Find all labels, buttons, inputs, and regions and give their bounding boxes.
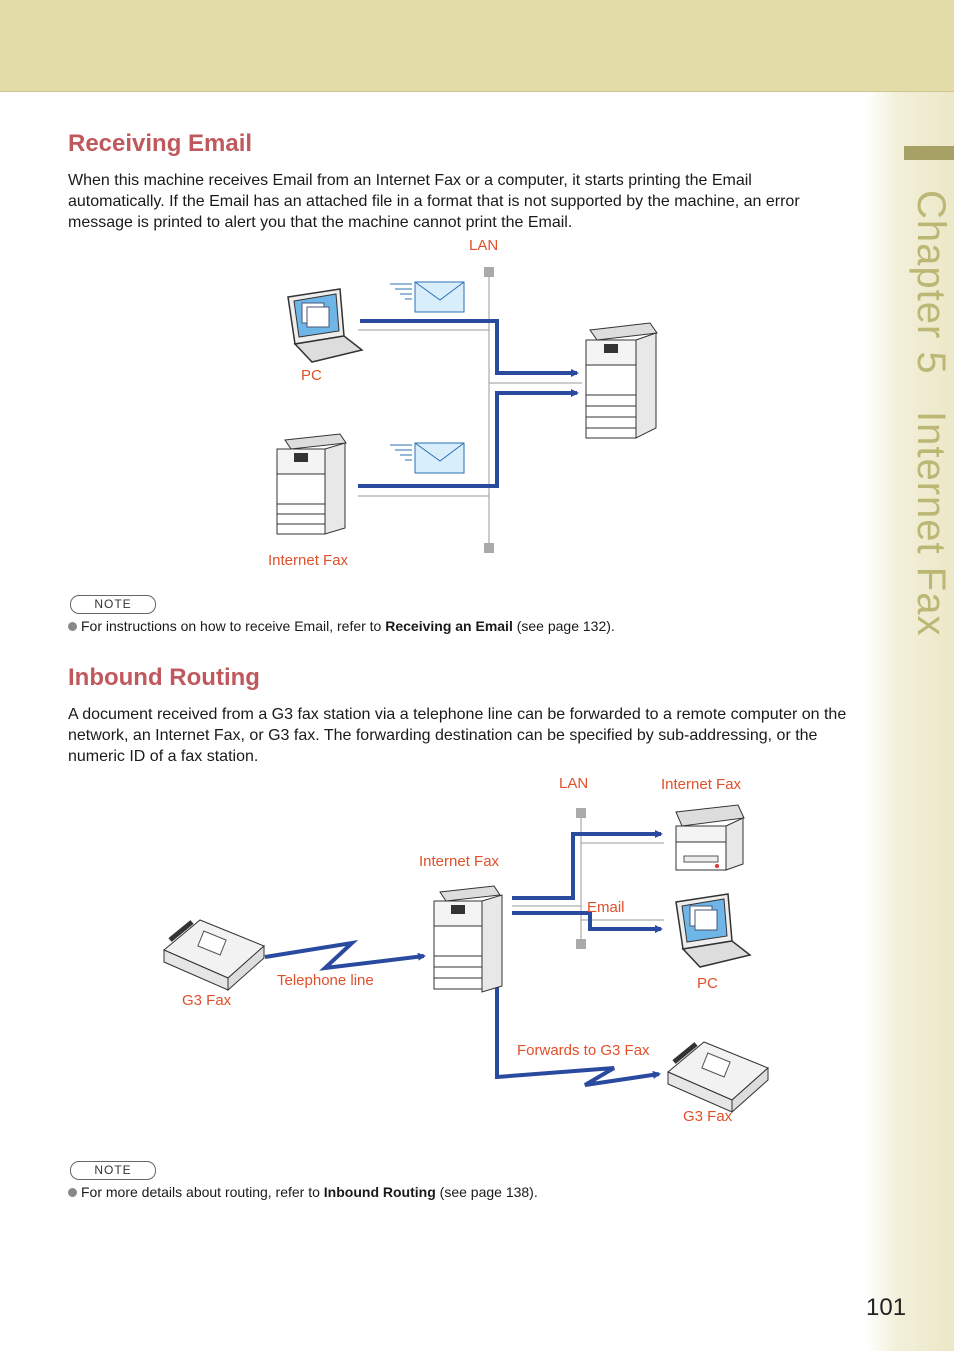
note-badge: NOTE bbox=[70, 1161, 156, 1180]
chapter-tab bbox=[904, 146, 954, 160]
forward-g3-path bbox=[495, 985, 661, 1087]
label-internet-fax: Internet Fax bbox=[419, 853, 500, 870]
note-text: For instructions on how to receive Email… bbox=[68, 618, 615, 634]
label-g3-fax: G3 Fax bbox=[683, 1108, 733, 1125]
bullet-icon bbox=[68, 1188, 77, 1197]
note-link: Receiving an Email bbox=[385, 618, 513, 634]
header-band bbox=[0, 0, 954, 92]
label-lan: LAN bbox=[559, 775, 589, 792]
envelope-icon bbox=[390, 281, 465, 313]
email-path-pc bbox=[360, 319, 579, 377]
label-g3-fax: G3 Fax bbox=[182, 992, 232, 1009]
section-heading-inbound-routing: Inbound Routing bbox=[68, 664, 260, 691]
page-number: 101 bbox=[866, 1294, 907, 1321]
laptop-icon bbox=[287, 288, 364, 363]
label-telephone-line: Telephone line bbox=[277, 972, 374, 989]
telephone-line-path bbox=[264, 939, 426, 971]
label-pc: PC bbox=[301, 367, 322, 384]
route-to-internet-fax bbox=[512, 830, 663, 900]
label-forwards: Forwards to G3 Fax bbox=[517, 1042, 650, 1059]
route-to-pc bbox=[512, 911, 663, 933]
section-heading-receiving-email: Receiving Email bbox=[68, 130, 253, 157]
label-pc: PC bbox=[697, 975, 718, 992]
lan-backbone-1 bbox=[358, 267, 582, 553]
label-lan: LAN bbox=[469, 237, 499, 254]
internet-fax-center-icon bbox=[433, 885, 503, 993]
g3-fax-left-icon bbox=[163, 919, 265, 992]
chapter-title: Chapter 5 Internet Fax bbox=[909, 190, 953, 637]
email-path-ifax bbox=[358, 389, 579, 488]
g3-fax-right-icon bbox=[667, 1041, 769, 1114]
laptop-icon bbox=[675, 893, 752, 968]
label-internet-fax: Internet Fax bbox=[661, 776, 742, 793]
envelope-icon bbox=[390, 442, 465, 474]
section-paragraph: A document received from a G3 fax statio… bbox=[68, 706, 847, 765]
label-internet-fax: Internet Fax bbox=[268, 552, 349, 569]
bullet-icon bbox=[68, 622, 77, 631]
internet-fax-icon bbox=[276, 433, 347, 535]
internet-fax-right-icon bbox=[675, 804, 745, 871]
note-badge: NOTE bbox=[70, 595, 156, 614]
section-paragraph: When this machine receives Email from an… bbox=[68, 172, 800, 231]
note-link: Inbound Routing bbox=[323, 1184, 436, 1200]
side-band bbox=[866, 92, 954, 1351]
note-text: For more details about routing, refer to… bbox=[68, 1184, 538, 1200]
mfp-receiver-icon bbox=[585, 322, 658, 439]
label-email: Email bbox=[587, 899, 625, 916]
